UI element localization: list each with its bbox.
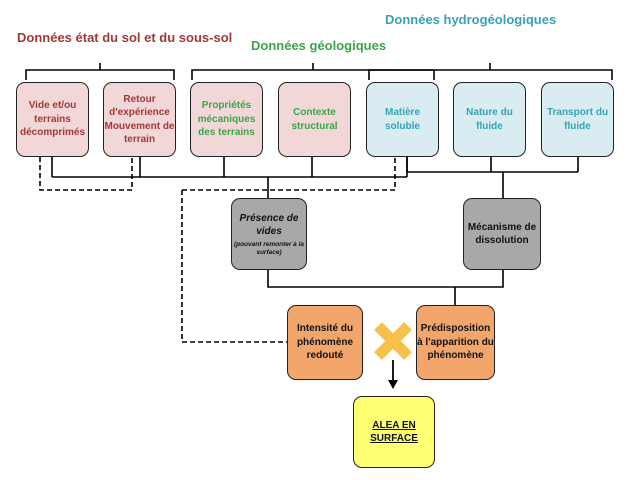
link-hydro-to-mecanisme [406, 157, 579, 198]
bracket-sol [25, 63, 175, 80]
arrow-head [388, 380, 398, 389]
box-intensite-phenomene: Intensité du phénomène redouté [287, 305, 363, 380]
cross-icon [374, 322, 412, 360]
bracket-hydro [368, 63, 613, 80]
presence-title: Présence de vides [239, 212, 299, 238]
box-retour-experience: Retour d'expérience Mouvement de terrain [103, 82, 176, 157]
box-presence-vides: Présence de vides (pouvant remonter à la… [231, 198, 307, 270]
box-alea-surface: ALEA EN SURFACE [353, 396, 435, 468]
alea-label: ALEA EN SURFACE [370, 419, 418, 445]
bracket-geo [191, 63, 435, 80]
dashed-link-1 [39, 157, 133, 191]
box-proprietes-mecaniques: Propriétés mécaniques des terrains [190, 82, 263, 157]
dashed-link-3 [181, 190, 287, 343]
box-matiere-soluble: Matière soluble [366, 82, 439, 157]
box-predisposition: Prédisposition à l'apparition du phénomè… [416, 305, 495, 380]
category-hydro: Données hydrogéologiques [385, 12, 557, 27]
box-nature-fluide: Nature du fluide [453, 82, 526, 157]
box-mecanisme-dissolution: Mécanisme de dissolution [463, 198, 541, 270]
box-vides-terrains: Vide et/ou terrains décomprimés [16, 82, 89, 157]
dashed-link-2 [182, 157, 396, 191]
link-to-predisposition [267, 270, 504, 305]
category-geo: Données géologiques [251, 38, 387, 53]
category-sol: Données état du sol et du sous-sol [17, 30, 233, 45]
presence-subtitle: (pouvant remonter à la surface) [233, 240, 305, 256]
box-transport-fluide: Transport du fluide [541, 82, 614, 157]
box-contexte-structural: Contexte structural [278, 82, 351, 157]
link-top-to-presence [51, 157, 408, 198]
